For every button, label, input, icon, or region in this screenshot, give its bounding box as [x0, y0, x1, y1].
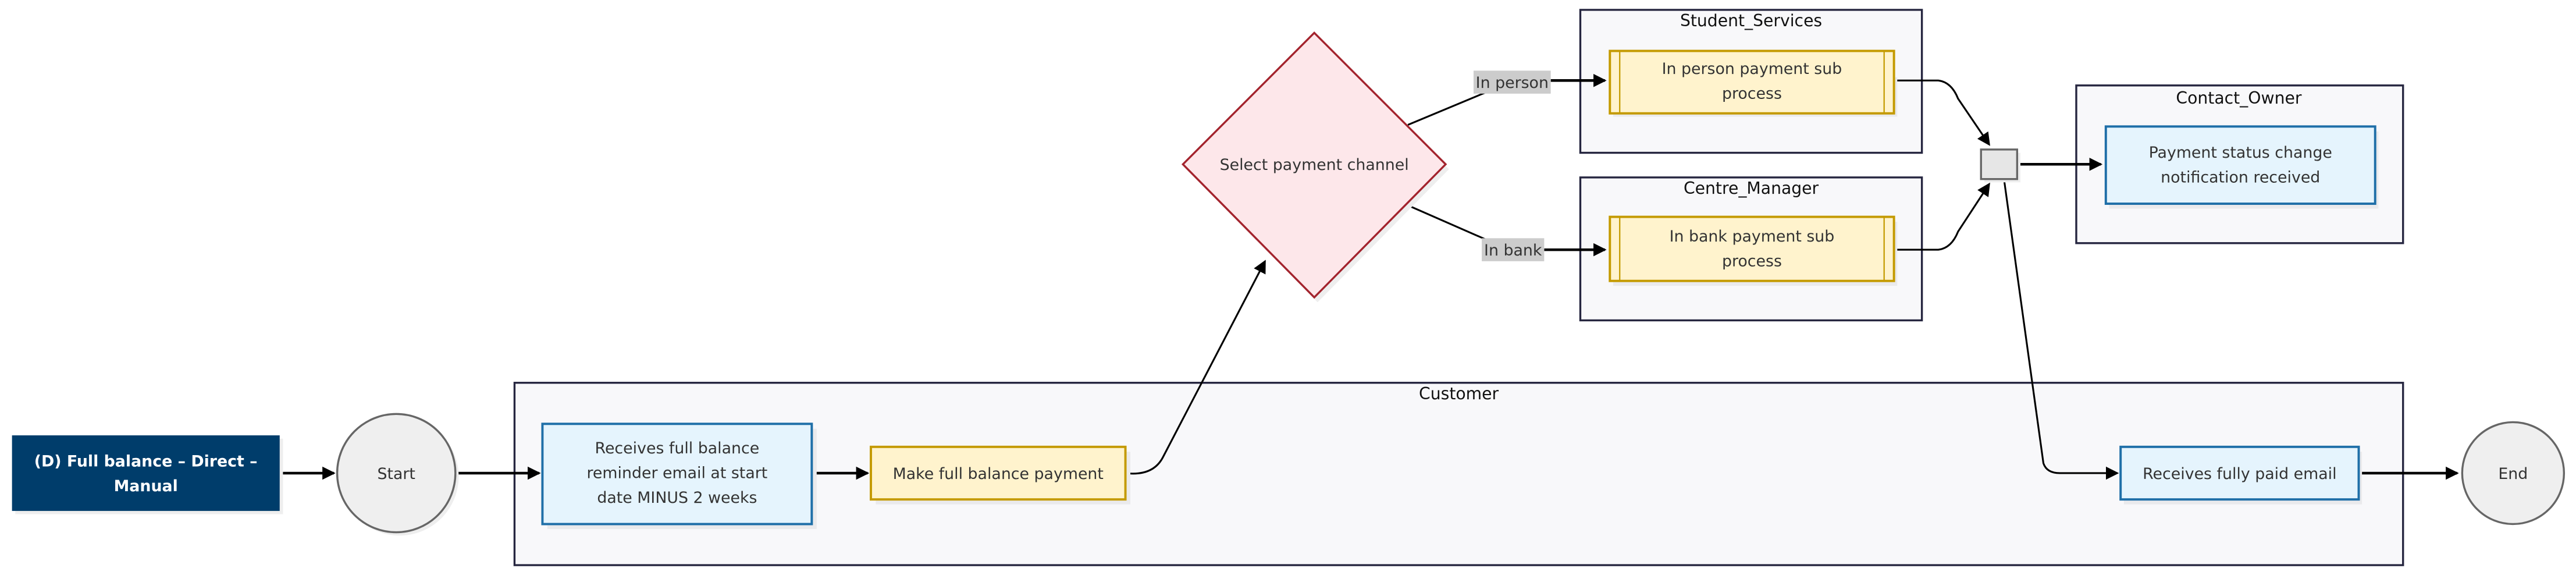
lane-title: Student_Services	[1680, 11, 1822, 30]
svg-text:(D) Full balance – Direct –: (D) Full balance – Direct –	[34, 453, 258, 471]
svg-text:In bank: In bank	[1484, 242, 1542, 260]
svg-text:In person: In person	[1476, 74, 1549, 92]
edge-decision-inbank	[1407, 204, 1488, 241]
lane-title: Customer	[1419, 384, 1499, 403]
svg-text:process: process	[1722, 84, 1782, 102]
svg-text:In person payment sub: In person payment sub	[1662, 60, 1842, 78]
svg-text:process: process	[1722, 252, 1782, 270]
svg-text:In bank payment sub: In bank payment sub	[1670, 228, 1835, 246]
edge-label-in-person: In person	[1473, 70, 1551, 94]
subprocess-in-bank[interactable]: In bank payment sub process	[1609, 215, 1898, 286]
svg-text:Manual: Manual	[114, 477, 178, 495]
task-make-payment[interactable]: Make full balance payment	[870, 445, 1131, 505]
svg-text:Start: Start	[377, 465, 415, 483]
lane-title: Contact_Owner	[2176, 88, 2301, 108]
svg-text:date MINUS 2 weeks: date MINUS 2 weeks	[597, 489, 757, 507]
edge-join-paid	[2003, 179, 2119, 480]
decision-payment-channel[interactable]: Select payment channel	[1181, 31, 1449, 303]
end-event[interactable]: End	[2461, 421, 2566, 526]
svg-text:Payment status change: Payment status change	[2149, 144, 2332, 162]
title-node[interactable]: (D) Full balance – Direct – Manual	[12, 435, 283, 514]
edge-label-in-bank: In bank	[1482, 238, 1545, 261]
task-fully-paid-email[interactable]: Receives fully paid email	[2119, 445, 2362, 505]
svg-text:Make full balance payment: Make full balance payment	[893, 465, 1104, 483]
edge-payment-decision	[1125, 260, 1266, 475]
join-junction	[1980, 148, 2020, 183]
edge-inperson-join	[1894, 79, 1990, 146]
svg-text:Receives fully paid email: Receives fully paid email	[2143, 465, 2336, 483]
svg-text:reminder email at start: reminder email at start	[587, 464, 768, 482]
task-status-change[interactable]: Payment status change notification recei…	[2104, 125, 2379, 209]
task-reminder-email[interactable]: Receives full balance reminder email at …	[541, 423, 817, 529]
svg-text:notification received: notification received	[2161, 168, 2320, 186]
edges	[279, 74, 2459, 480]
lane-title: Centre_Manager	[1684, 179, 1819, 198]
svg-text:End: End	[2498, 465, 2528, 483]
start-event[interactable]: Start	[336, 413, 459, 536]
edge-decision-inperson	[1407, 91, 1488, 126]
subprocess-in-person[interactable]: In person payment sub process	[1609, 49, 1898, 117]
edge-inbank-join	[1894, 182, 1990, 251]
svg-text:Receives full balance: Receives full balance	[595, 439, 760, 457]
svg-text:Select payment channel: Select payment channel	[1220, 156, 1409, 174]
